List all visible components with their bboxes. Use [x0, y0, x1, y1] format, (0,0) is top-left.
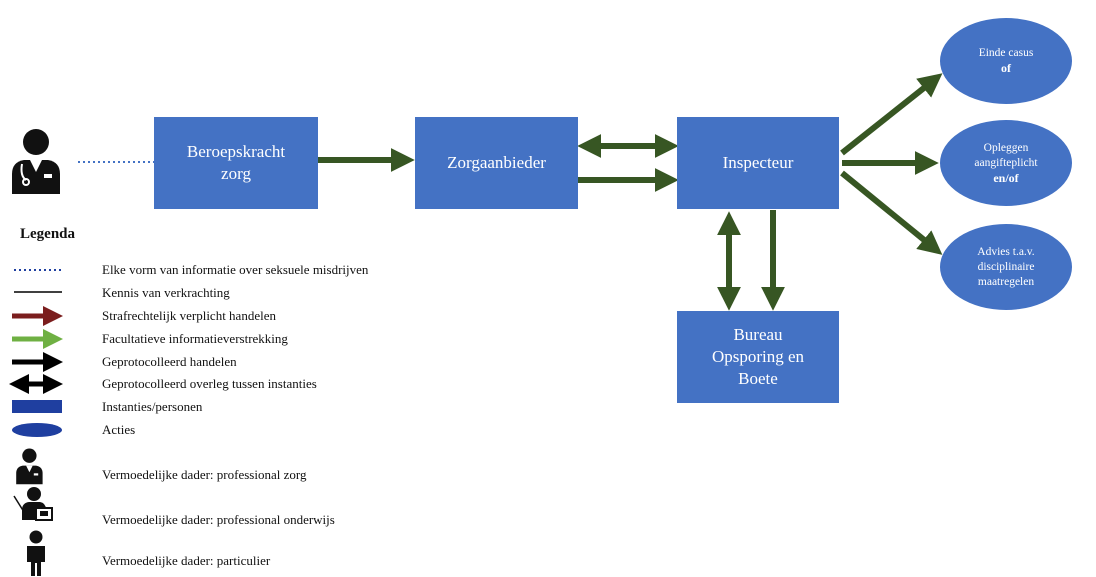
outcome-opleggen-aangifteplicht: Opleggen aangifteplicht en/of: [940, 120, 1072, 206]
outcome-advies-line3: maatregelen: [977, 275, 1035, 288]
outcome-advies-line1: Advies t.a.v.: [977, 245, 1035, 258]
outcome-opleggen-line1: Opleggen: [983, 141, 1029, 154]
node-inspecteur: Inspecteur: [677, 117, 839, 209]
legend-label-person: Vermoedelijke dader: particulier: [102, 553, 271, 568]
outcome-advies-line2: disciplinaire: [977, 260, 1035, 273]
legend-teacher-icon: [13, 487, 53, 521]
legend-label-doctor: Vermoedelijke dader: professional zorg: [102, 467, 307, 482]
legend-symbol-ellipse: [12, 423, 62, 437]
legend-label-green-arrow: Facultatieve informatieverstrekking: [102, 331, 288, 346]
doctor-icon: [12, 129, 60, 194]
legend-doctor-icon: [16, 448, 43, 485]
node-beroepskracht-zorg: Beroepskracht zorg: [154, 117, 318, 209]
arrow-inspecteur-advies: [840, 170, 943, 255]
outcome-einde-casus: Einde casus of: [940, 18, 1072, 104]
legend-label-dotted: Elke vorm van informatie over seksuele m…: [102, 262, 369, 277]
legend-label-rect: Instanties/personen: [102, 399, 203, 414]
legend-symbol-rect: [12, 400, 62, 413]
legend-person-icon: [27, 530, 45, 576]
outcome-einde-casus-line1: Einde casus: [978, 47, 1034, 59]
legend-label-teacher: Vermoedelijke dader: professional onderw…: [102, 512, 335, 527]
node-zorgaanbieder: Zorgaanbieder: [415, 117, 578, 209]
arrow-inspecteur-einde: [840, 73, 943, 156]
outcome-opleggen-connector: en/of: [993, 170, 1019, 185]
outcome-opleggen-line2: aangifteplicht: [974, 156, 1038, 169]
legend-label-red-arrow: Strafrechtelijk verplicht handelen: [102, 308, 276, 323]
legend-label-double-arrow: Geprotocolleerd overleg tussen instantie…: [102, 376, 317, 391]
legend-label-black-arrow: Geprotocolleerd handelen: [102, 354, 237, 369]
legend-title: Legenda: [20, 226, 76, 242]
outcome-advies-disciplinaire-maatregelen: Advies t.a.v. disciplinaire maatregelen: [940, 224, 1072, 310]
legend-label-ellipse: Acties: [102, 422, 136, 437]
legend-label-solid: Kennis van verkrachting: [102, 285, 230, 300]
node-bureau-opsporing-en-boete: Bureau Opsporing en Boete: [677, 311, 839, 403]
outcome-einde-casus-connector: of: [1001, 61, 1011, 75]
